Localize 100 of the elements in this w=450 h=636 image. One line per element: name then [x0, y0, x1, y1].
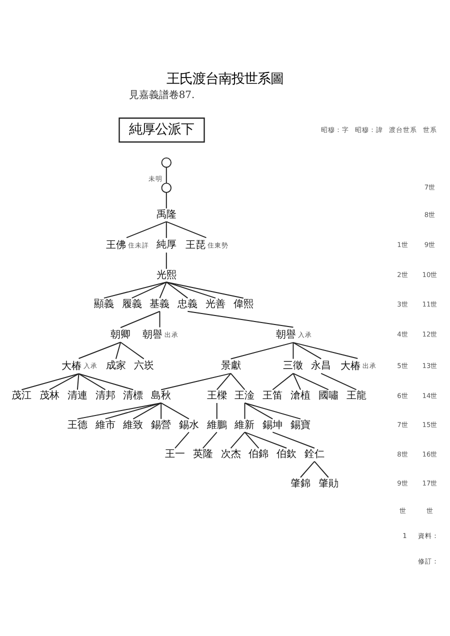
connector — [160, 402, 190, 420]
node-text: 顯義 — [94, 299, 114, 310]
node-text: 清邦 — [95, 390, 116, 402]
node-text: 光善 — [206, 299, 226, 310]
diagram-title: 王氏渡台南投世系圖 — [166, 72, 284, 87]
connector — [292, 372, 302, 390]
node-text: 茂林 — [40, 390, 60, 402]
connector — [132, 402, 162, 420]
connector — [159, 310, 160, 328]
node-text: 六崁 — [134, 360, 154, 372]
node-text: 伯欽 — [276, 449, 297, 460]
connector — [115, 342, 122, 360]
node-text: 伯錦 — [248, 449, 269, 460]
node-text: 肇勛 — [318, 478, 338, 490]
connector — [166, 221, 207, 238]
node-text: 維致 — [123, 420, 144, 431]
node-text: 維市 — [95, 420, 116, 431]
connector — [104, 402, 162, 420]
node-text: 錫水 — [178, 420, 199, 431]
node-text: 基義 — [150, 299, 170, 310]
connector — [21, 373, 80, 390]
node-text: 朝譽 — [142, 330, 162, 341]
node-text: 國嘯 — [318, 390, 338, 402]
connector — [202, 432, 218, 449]
node-text: 王龍 — [346, 390, 366, 402]
connector — [292, 342, 294, 360]
node-text: 維鵬 — [206, 420, 227, 431]
node-text: 王笛 — [262, 390, 283, 402]
node-box: 純厚公派下 — [118, 118, 205, 143]
connector — [300, 460, 315, 478]
connector — [103, 282, 167, 299]
connector — [320, 372, 357, 390]
connector — [244, 432, 288, 449]
node-text: 光熙 — [156, 270, 176, 281]
connector — [131, 282, 167, 299]
connector — [244, 432, 260, 449]
node-text: 禹隆 — [156, 209, 176, 220]
connector — [159, 282, 167, 299]
node-text: 忠義 — [178, 299, 198, 310]
connector — [76, 373, 80, 390]
connector — [174, 432, 190, 449]
node-text: 履義 — [122, 299, 142, 310]
connector — [166, 166, 167, 184]
node-text: 維新 — [234, 420, 255, 431]
node-text: 清連 — [67, 390, 88, 402]
node-text: 永昌 — [311, 360, 332, 372]
connector — [166, 192, 167, 209]
node-text: 三徵 — [283, 360, 304, 372]
connector — [76, 402, 162, 420]
connector — [292, 342, 322, 360]
node-text: 大椿 — [61, 360, 82, 372]
connector — [166, 221, 167, 238]
node-circle — [161, 182, 172, 193]
connector — [272, 432, 315, 449]
node-text: 王樑 — [206, 390, 227, 402]
node-text: 次杰 — [220, 449, 241, 460]
connector — [230, 432, 246, 449]
node-text: 錫寶 — [290, 420, 311, 431]
connector — [166, 282, 216, 299]
connector — [244, 402, 246, 420]
connector — [49, 373, 80, 390]
node-text: 肇錦 — [290, 478, 311, 490]
node-text: 茂江 — [12, 390, 32, 402]
node-text: 景獻 — [220, 360, 241, 372]
node-text: 朝卿 — [110, 329, 131, 340]
node-text: 偉熙 — [233, 299, 254, 310]
connector — [160, 402, 162, 420]
node-text: 清標 — [123, 390, 144, 402]
connector — [272, 372, 294, 390]
node-text: 王一 — [165, 449, 186, 460]
connector — [78, 373, 106, 390]
connector — [166, 282, 244, 299]
node-text: 純厚 — [156, 240, 176, 251]
node-circle — [161, 158, 172, 168]
node-text: 大椿 — [340, 360, 360, 372]
connector — [292, 372, 329, 390]
node-text: 王琵 — [186, 240, 206, 251]
node-text: 英隆 — [192, 449, 213, 460]
connector — [120, 342, 144, 360]
connector — [78, 342, 122, 359]
node-text: 王德 — [67, 420, 88, 431]
connector — [244, 402, 274, 420]
connector — [292, 342, 358, 359]
node-text: 朝譽 — [276, 330, 296, 341]
connector — [166, 282, 188, 299]
connector — [160, 372, 232, 390]
node-text: 錫營 — [151, 420, 172, 431]
node-text: 王佛 — [106, 240, 126, 251]
node-text: 島秋 — [151, 390, 172, 402]
connector — [216, 402, 218, 420]
connector — [230, 372, 246, 390]
connector — [187, 310, 294, 328]
node-text: 成家 — [106, 360, 126, 372]
node-text: 滄植 — [290, 390, 311, 402]
node-text: 銓仁 — [304, 449, 324, 460]
connector — [230, 342, 294, 360]
connector — [216, 372, 232, 390]
connector — [314, 460, 329, 478]
connector — [78, 373, 134, 390]
node-text: 王淦 — [234, 390, 255, 402]
